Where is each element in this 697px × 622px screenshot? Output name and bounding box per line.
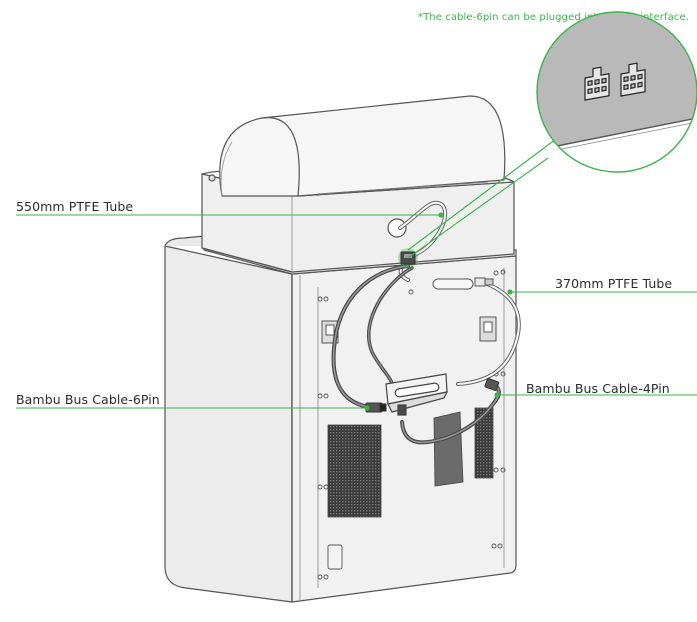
ptfe-370-coupler xyxy=(474,277,494,287)
label-bus-cable-6pin: Bambu Bus Cable-6Pin xyxy=(16,392,160,407)
connector-port-icon xyxy=(584,66,610,101)
bus-hub xyxy=(385,373,449,416)
zoom-inset xyxy=(536,11,697,173)
left-vent xyxy=(327,424,382,518)
label-bus-cable-4pin: Bambu Bus Cable-4Pin xyxy=(526,381,670,396)
leader-zoom xyxy=(407,135,561,251)
callout-lines xyxy=(16,135,697,409)
ams-lid xyxy=(219,95,506,197)
cable-4pin-connector xyxy=(484,377,500,391)
panel-screws xyxy=(317,269,506,580)
cable-6pin-connector xyxy=(365,402,387,413)
lower-port xyxy=(327,544,343,570)
footnote: *The cable-6pin can be plugged into eith… xyxy=(418,12,689,23)
back-ports xyxy=(321,278,497,344)
ams-feed-port xyxy=(387,218,407,238)
right-vent xyxy=(474,407,494,479)
label-370mm-ptfe-tube: 370mm PTFE Tube xyxy=(555,276,673,291)
printer-side-face xyxy=(164,245,293,603)
connector-port-icon xyxy=(620,62,646,97)
ams-unit xyxy=(201,95,515,273)
center-panel xyxy=(433,411,464,487)
label-550mm-ptfe-tube: 550mm PTFE Tube xyxy=(16,199,134,214)
